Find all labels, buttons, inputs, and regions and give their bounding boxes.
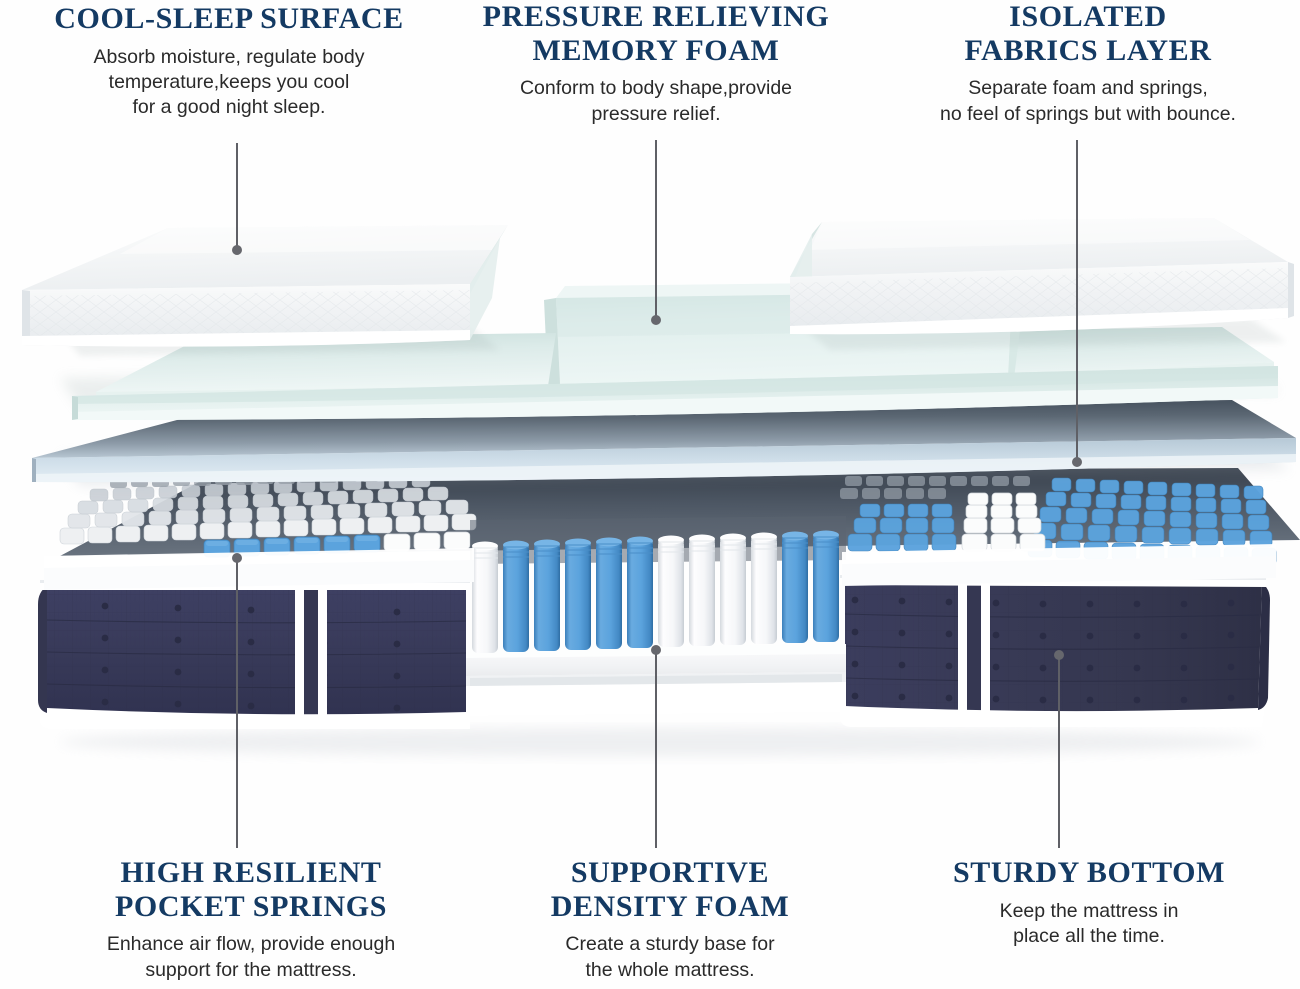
callout-description-isolated-fabrics-layer: Separate foam and springs, no feel of sp…: [940, 77, 1236, 125]
callout-description-memory-foam: Conform to body shape,provide pressure r…: [519, 77, 793, 125]
callout-isolated-fabrics-layer: ISOLATED FABRICS LAYER Separate foam and…: [878, 0, 1298, 127]
callout-description-density-foam: Create a sturdy base for the whole mattr…: [565, 933, 775, 981]
layer-pocket-springs: [44, 468, 1300, 653]
leader-dot-memory-foam: [651, 315, 661, 325]
callout-sturdy-bottom: STURDY BOTTOM Keep the mattress in place…: [880, 856, 1298, 949]
leader-line-density-foam: [651, 645, 661, 848]
layer-memory-foam: [60, 281, 1280, 420]
leader-dot-sturdy-bottom: [1054, 650, 1064, 660]
spring-cylinders-cutaway: [470, 516, 846, 653]
leader-line-isolated-fabric: [1072, 140, 1082, 467]
callout-title-cool-sleep-surface: COOL-SLEEP SURFACE: [54, 2, 404, 35]
callout-description-sturdy-bottom: Keep the mattress in place all the time.: [999, 899, 1179, 947]
layer-isolated-fabric: [32, 400, 1296, 486]
callout-title-sturdy-bottom: STURDY BOTTOM: [952, 856, 1225, 889]
layer-cool-sleep-surface: [22, 218, 1294, 356]
leader-dot-isolated-fabric: [1072, 457, 1082, 467]
callout-high-resilient-pocket-springs: HIGH RESILIENT POCKET SPRINGS Enhance ai…: [42, 856, 460, 983]
leader-line-memory-foam: [651, 140, 661, 325]
callout-title-density-foam: SUPPORTIVE DENSITY FOAM: [550, 856, 790, 923]
leader-dot-pocket-springs: [232, 553, 242, 563]
callout-title-memory-foam: PRESSURE RELIEVING MEMORY FOAM: [482, 0, 830, 67]
leader-dot-density-foam: [651, 645, 661, 655]
leader-line-sturdy-bottom: [1054, 650, 1064, 848]
callout-title-isolated-fabrics-layer: ISOLATED FABRICS LAYER: [964, 0, 1212, 67]
callout-pressure-relieving-memory-foam: PRESSURE RELIEVING MEMORY FOAM Conform t…: [440, 0, 872, 127]
leader-dot-cool-sleep-surface: [232, 245, 242, 255]
spring-tops-left-front-white: [383, 531, 471, 552]
leader-line-cool-sleep-surface: [232, 143, 242, 255]
navy-quilted-side-panel-left: [38, 580, 470, 725]
navy-quilted-side-panel-right: [840, 575, 1270, 722]
spring-tops-blue-left: [203, 534, 381, 558]
callout-cool-sleep-surface: COOL-SLEEP SURFACE Absorb moisture, regu…: [14, 2, 444, 121]
spring-tops-left-white: [59, 474, 477, 545]
callout-description-pocket-springs: Enhance air flow, provide enough support…: [106, 933, 396, 981]
callout-supportive-density-foam: SUPPORTIVE DENSITY FOAM Create a sturdy …: [478, 856, 862, 983]
callout-description-cool-sleep-surface: Absorb moisture, regulate body temperatu…: [93, 45, 365, 119]
leader-line-pocket-springs: [232, 553, 242, 848]
callout-title-pocket-springs: HIGH RESILIENT POCKET SPRINGS: [114, 856, 388, 923]
